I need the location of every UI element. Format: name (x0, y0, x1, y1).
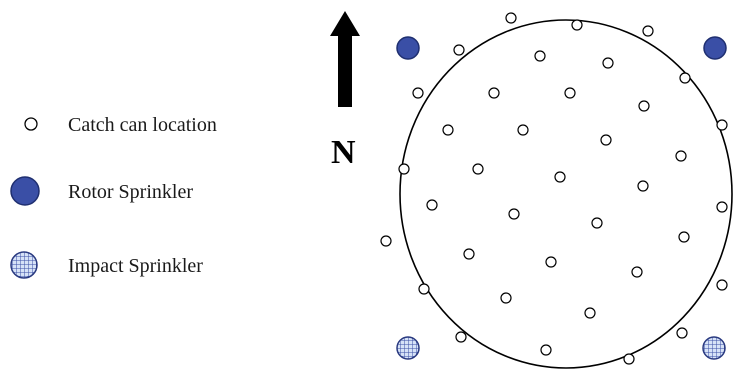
catch-can (631, 266, 643, 278)
catch-can (584, 307, 596, 319)
north-indicator: N (330, 11, 360, 171)
legend-item-rotor: Rotor Sprinkler (10, 176, 193, 206)
catch-can (600, 134, 612, 146)
catch-can (453, 44, 465, 56)
catch-can (442, 124, 454, 136)
catch-can (591, 217, 603, 229)
catch-can (602, 57, 614, 69)
rotor-sprinkler-icon (10, 176, 40, 206)
catch-can (676, 327, 688, 339)
catch-can (716, 201, 728, 213)
plot-boundary (399, 19, 733, 369)
catch-can (554, 171, 566, 183)
catch-can (463, 248, 475, 260)
legend-item-impact: Impact Sprinkler (10, 251, 203, 279)
catch-can (500, 292, 512, 304)
catch-can (564, 87, 576, 99)
catch-can (642, 25, 654, 37)
catch-can-icon (24, 117, 38, 131)
catch-can (678, 231, 690, 243)
catch-can (380, 235, 392, 247)
impact-sprinkler-icon (10, 251, 38, 279)
rotor-sprinkler-ne (703, 36, 727, 60)
catch-can (505, 12, 517, 24)
catch-can (398, 163, 410, 175)
catch-can (540, 344, 552, 356)
catch-can (455, 331, 467, 343)
legend-label-rotor: Rotor Sprinkler (68, 181, 193, 203)
catch-can (418, 283, 430, 295)
catch-can (488, 87, 500, 99)
catch-can (426, 199, 438, 211)
catch-can-grid (380, 12, 728, 365)
catch-can (716, 279, 728, 291)
catch-can (571, 19, 583, 31)
catch-can (472, 163, 484, 175)
catch-can (675, 150, 687, 162)
catch-can (412, 87, 424, 99)
sprinklers (396, 36, 727, 360)
catch-can (638, 100, 650, 112)
impact-sprinkler-sw (396, 336, 420, 360)
catch-can (517, 124, 529, 136)
legend-item-catch-can: Catch can location (24, 114, 217, 136)
catch-can (545, 256, 557, 268)
rotor-sprinkler-nw (396, 36, 420, 60)
legend-label-impact: Impact Sprinkler (68, 255, 203, 277)
catch-can (623, 353, 635, 365)
north-arrow-icon (330, 11, 360, 107)
north-label: N (331, 134, 356, 171)
catch-can (508, 208, 520, 220)
impact-sprinkler-se (702, 336, 726, 360)
catch-can (679, 72, 691, 84)
catch-can (716, 119, 728, 131)
catch-can (637, 180, 649, 192)
catch-can (534, 50, 546, 62)
legend-label-catch-can: Catch can location (68, 114, 217, 136)
legend: Catch can location Rotor Sprinkler Impac… (10, 114, 217, 279)
